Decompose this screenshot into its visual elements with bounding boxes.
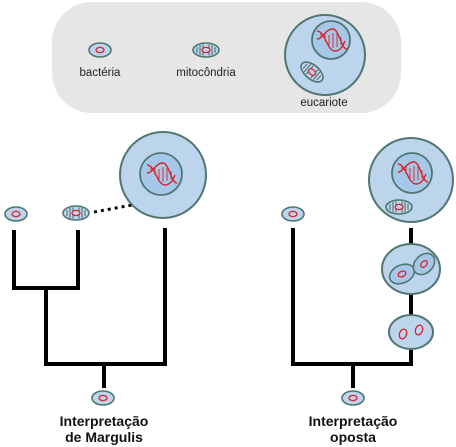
legend-eukaryote-icon — [284, 14, 366, 96]
left-mitochondrion-top — [62, 205, 90, 221]
right-tree: Interpretação oposta — [281, 137, 454, 445]
left-panel-title-line2: de Margulis — [65, 429, 143, 445]
right-ancestor-bacterium — [341, 390, 365, 406]
left-bacterium-top — [4, 206, 28, 222]
right-tree-lines — [291, 228, 413, 388]
left-tree: Interpretação de Margulis — [4, 131, 207, 445]
legend-mitochondria-label: mitocôndria — [176, 67, 236, 79]
left-panel-title-line1: Interpretação — [60, 413, 149, 429]
right-panel-title-line2: oposta — [330, 429, 376, 445]
left-tree-lines — [12, 228, 167, 388]
legend-bacteria-label: bactéria — [80, 67, 122, 79]
right-intermediate-cell — [381, 243, 441, 295]
right-eukaryote-cell — [368, 137, 454, 223]
right-early-cell — [388, 314, 434, 350]
legend-bacteria-icon — [88, 42, 112, 58]
legend-mitochondria-icon — [192, 42, 220, 58]
right-bacterium-top — [281, 206, 305, 222]
left-ancestor-bacterium — [91, 390, 115, 406]
right-panel-title-line1: Interpretação — [309, 413, 398, 429]
legend-box: bactéria mitocôndria eucariote — [52, 2, 401, 113]
left-eukaryote-cell — [119, 131, 207, 219]
legend-eukaryote-label: eucariote — [300, 97, 347, 109]
